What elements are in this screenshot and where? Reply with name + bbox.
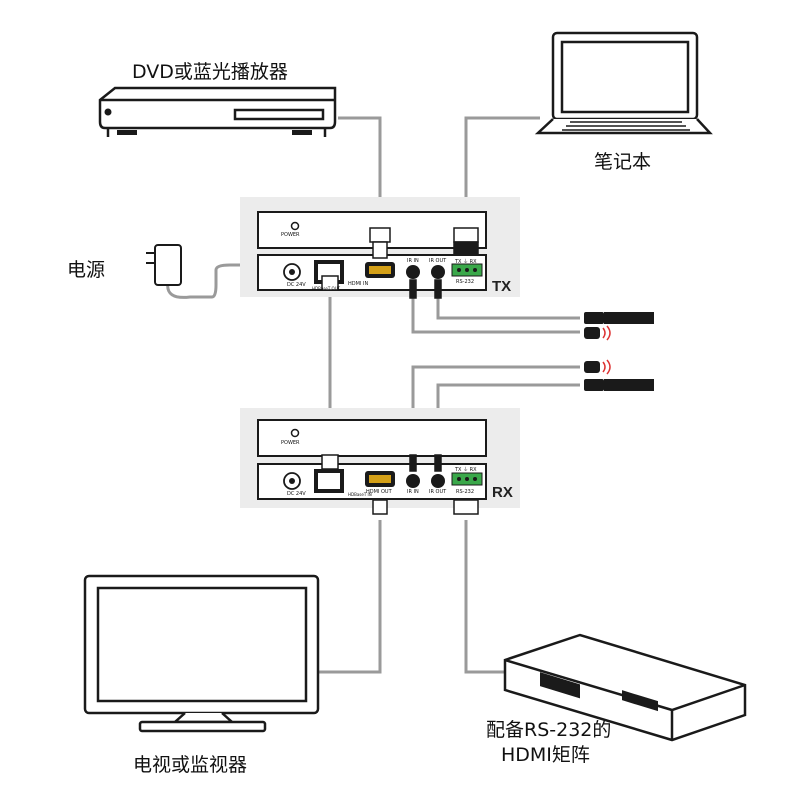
- matrix-label-line2: HDMI矩阵: [501, 744, 590, 766]
- dvd-player: [98, 86, 337, 137]
- tv-monitor: [83, 574, 320, 733]
- matrix-label-line1: 配备RS-232的: [486, 719, 612, 741]
- ir-emitter-tx: [584, 312, 604, 324]
- rx-unit: [240, 408, 520, 508]
- rs232-cable-laptop-tx: [464, 116, 540, 228]
- rx-rs232-label: RS-232: [456, 489, 474, 495]
- tx-ir-out-label: IR OUT: [429, 258, 447, 264]
- tx-rs232-label: RS-232: [456, 279, 474, 285]
- rx-ir-out-label: IR OUT: [429, 489, 447, 495]
- ir-cable-tx-in: [411, 298, 580, 334]
- rx-ir-in-label: IR IN: [407, 489, 419, 495]
- rx-plugs: [321, 454, 479, 515]
- hdmi-cable-rx-tv: [318, 520, 382, 674]
- ir-emitter-rx: [584, 379, 604, 391]
- rx-dc-label: DC 24V: [287, 491, 306, 497]
- tx-plugs: [321, 227, 479, 299]
- ir-cable-tx-out: [436, 298, 580, 320]
- tx-rs232-pins: TX ⏚ RX: [455, 259, 477, 265]
- ir-receiver-tx: [584, 327, 600, 339]
- tx-dc-label: DC 24V: [287, 282, 306, 288]
- hdmi-matrix: [503, 633, 747, 742]
- tv-label: 电视或监视器: [133, 754, 248, 776]
- ir-receiver-rx: [584, 361, 600, 373]
- power-label: 电源: [67, 259, 106, 281]
- rx-hdmi-label: HDMI OUT: [366, 489, 392, 495]
- dvd-player-label: DVD或蓝光播放器: [132, 61, 288, 83]
- laptop-label: 笔记本: [594, 151, 652, 173]
- tx-hdmi-label: HDMI IN: [348, 281, 369, 287]
- tx-ir-in-label: IR IN: [407, 258, 419, 264]
- laptop: [534, 31, 713, 135]
- rx-hdbaset-label: HDBaseT IN: [348, 492, 372, 497]
- ir-devices: [584, 312, 654, 391]
- hdmi-cable-dvd-tx: [338, 116, 382, 228]
- rs232-cable-rx-matrix: [464, 520, 505, 674]
- tx-tag: TX: [492, 278, 512, 295]
- rx-rs232-pins: TX ⏚ RX: [455, 467, 477, 473]
- power-cable: [166, 263, 262, 299]
- rx-power-label: POWER: [281, 440, 300, 446]
- tx-power-label: POWER: [281, 232, 300, 238]
- rx-tag: RX: [492, 484, 513, 501]
- tx-hdbaset-label: HDBaseT OUT: [312, 286, 341, 291]
